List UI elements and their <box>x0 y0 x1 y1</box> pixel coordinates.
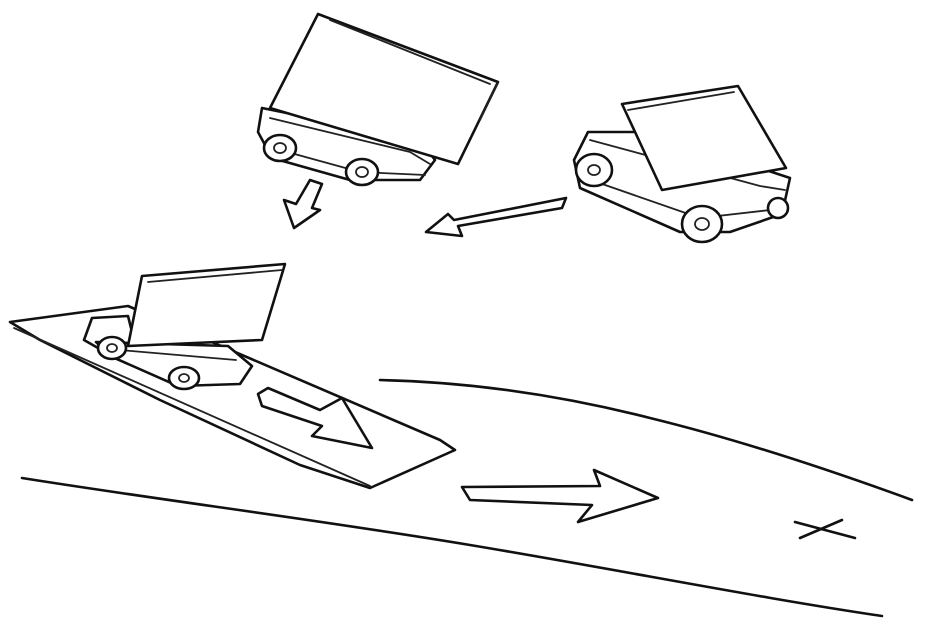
arrow-down <box>282 178 324 230</box>
arrow-ramp <box>256 386 374 450</box>
top-left-cart-panel <box>268 12 500 166</box>
cart-with-tilted-panel-top-left <box>256 12 500 187</box>
target-x-mark <box>793 518 857 540</box>
cart-on-ramp-lower-left <box>8 262 457 490</box>
arrow-road <box>460 468 660 524</box>
top-right-cart-panel <box>620 84 788 192</box>
road-lower-edge <box>20 476 884 618</box>
road-upper-edge <box>378 378 914 502</box>
ramp-cart-panel <box>126 262 287 348</box>
road <box>20 378 914 618</box>
arrow-left <box>424 196 568 238</box>
cart-with-tilted-panel-top-right <box>572 84 792 244</box>
